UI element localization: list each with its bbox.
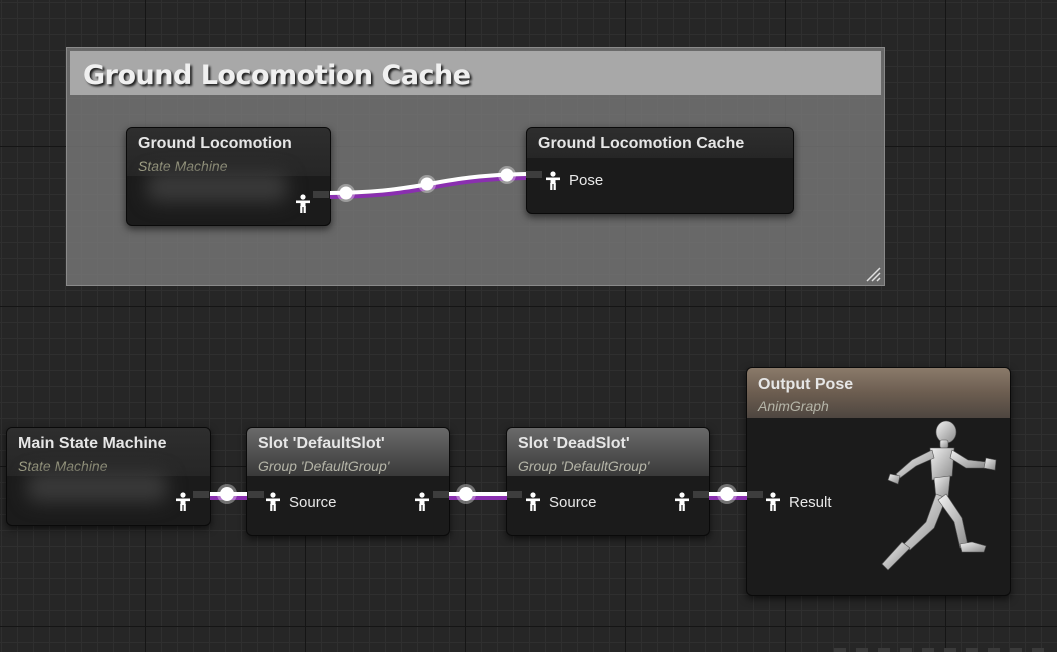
node-subtitle: Group 'DefaultGroup' [518,458,650,474]
pose-pin-icon[interactable] [674,492,690,512]
node-preview-blur [147,172,287,202]
node-header [7,428,210,476]
pin-label-result: Result [789,494,832,511]
pose-pin-icon[interactable] [414,492,430,512]
node-title: Slot 'DeadSlot' [518,435,630,452]
pose-pin-icon[interactable] [175,492,191,512]
node-subtitle: State Machine [18,458,108,474]
comment-header[interactable]: Ground Locomotion Cache [70,51,881,95]
pin-label-pose: Pose [569,172,604,189]
pin-label-source: Source [549,494,597,511]
pose-pin-icon[interactable] [545,171,561,191]
pin-label-source: Source [289,494,337,511]
node-main-state-machine[interactable]: Main State Machine State Machine [6,427,211,526]
node-slot-deadslot[interactable]: Slot 'DeadSlot' Group 'DefaultGroup' Sou… [506,427,710,536]
node-output-pose[interactable]: Output Pose AnimGraph Result [746,367,1011,596]
mannequin-preview-icon [881,420,997,571]
node-ground-locomotion-cache[interactable]: Ground Locomotion Cache Pose [526,127,794,214]
node-subtitle: Group 'DefaultGroup' [258,458,390,474]
resize-grip-icon[interactable] [865,266,881,282]
node-header [247,428,449,476]
node-header [747,368,1010,418]
node-preview-blur [27,472,167,502]
node-subtitle: AnimGraph [758,398,829,414]
pose-pin-icon[interactable] [525,492,541,512]
pose-pin-icon[interactable] [765,492,781,512]
node-header [507,428,709,476]
comment-title: Ground Locomotion Cache [83,60,471,91]
node-subtitle: State Machine [138,158,228,174]
node-ground-locomotion[interactable]: Ground Locomotion State Machine [126,127,331,226]
node-header [127,128,330,176]
pose-pin-icon[interactable] [295,194,311,214]
node-title: Main State Machine [18,435,167,452]
node-title: Ground Locomotion Cache [538,135,745,152]
node-title: Slot 'DefaultSlot' [258,435,385,452]
node-header [527,128,793,158]
node-title: Output Pose [758,376,854,393]
node-slot-defaultslot[interactable]: Slot 'DefaultSlot' Group 'DefaultGroup' … [246,427,450,536]
pose-pin-icon[interactable] [265,492,281,512]
bottom-edge-decoration [834,648,1044,652]
node-title: Ground Locomotion [138,135,292,152]
